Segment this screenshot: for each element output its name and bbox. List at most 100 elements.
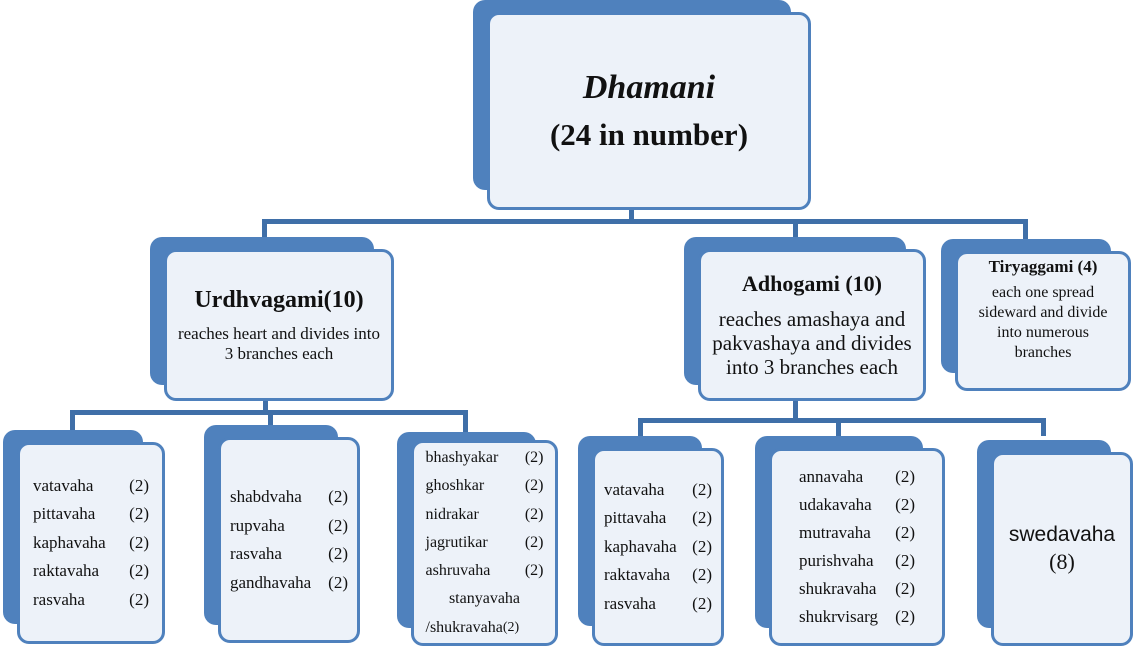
item-name: rasvaha (604, 593, 656, 613)
item-name: /shukravaha (425, 618, 503, 636)
list-item: pittavaha(2) (33, 500, 149, 529)
item-name: shukravaha (799, 579, 877, 598)
list-item: vatavaha(2) (604, 476, 712, 505)
item-count: (2) (895, 607, 915, 626)
adho-list-1: vatavaha(2) pittavaha (2) kaphavaha (2) ra… (604, 476, 712, 619)
adho-list-3-node: swedavaha (8) (977, 440, 1133, 648)
list-item: pittavaha (2) (604, 504, 712, 533)
item-count: (2) (524, 562, 544, 580)
item-count: (2) (895, 579, 915, 598)
list-item: jagrutikar (2) (426, 529, 544, 557)
urdhvagami-desc: reaches heart and divides into 3 branche… (177, 323, 381, 363)
item-name: kaphavaha (604, 536, 677, 556)
item-name: vatavaha (33, 475, 94, 495)
adho-drop (793, 219, 798, 239)
root-node: Dhamani (24 in number) (473, 0, 813, 212)
root-subtitle: (24 in number) (549, 117, 749, 152)
item-count: (2) (692, 565, 712, 585)
item-name: raktavaha (33, 561, 100, 581)
item-count: (2) (895, 467, 915, 486)
list-item: ghoshkar (2) (426, 472, 544, 500)
item-name: mutravaha (799, 523, 871, 542)
tiryaggami-title: Tiryaggami (4) (988, 257, 1098, 276)
item-name: stanyavaha (448, 590, 521, 608)
item-count: (2) (129, 532, 149, 552)
urdhvagami-title: Urdhvagami(10) (194, 286, 364, 313)
adhogami-node: Adhogami (10) reaches amashaya and pakva… (684, 237, 928, 403)
item-count: (2) (524, 477, 544, 495)
item-name: shabdvaha (230, 487, 302, 506)
item-name: nidrakar (425, 505, 479, 523)
list-item: bhashyakar (2) (426, 444, 544, 472)
item-count: (2) (895, 495, 915, 514)
item-name: bhashyakar (425, 448, 499, 466)
item-name: shukrvisarg (799, 607, 879, 626)
item-name: purishvaha (799, 551, 874, 570)
adhogami-title: Adhogami (10) (742, 271, 882, 296)
list-item: mutravaha(2) (799, 519, 915, 547)
tiryag-drop (1023, 219, 1028, 241)
swedavaha-label: swedavaha (1008, 523, 1116, 546)
item-count: (2) (129, 475, 149, 495)
urdhva-list-3-node: bhashyakar (2) ghoshkar (2) nidrakar (2) ja… (397, 432, 558, 648)
item-name: rupvaha (230, 515, 285, 535)
urdhva-drop-2 (268, 410, 273, 428)
list-item: shabdvaha (2) (230, 483, 348, 512)
list-item: rasvaha (2) (230, 540, 348, 569)
item-name: ashruvaha (425, 562, 491, 580)
item-count: (2) (129, 504, 149, 524)
list-item: nidrakar (2) (426, 501, 544, 529)
adho-list-2: annavaha(2) udakavaha(2) mutravaha(2) pu… (799, 463, 915, 631)
item-name: kaphavaha (33, 532, 106, 552)
adho-drop-2 (836, 418, 841, 436)
item-count: (2) (692, 508, 712, 528)
list-item: annavaha(2) (799, 463, 915, 491)
list-item: ashruvaha (2) (426, 557, 544, 585)
tiryaggami-desc: each one spread sideward and divide into… (978, 284, 1108, 361)
list-item: udakavaha (2) (799, 491, 915, 519)
adhogami-desc: reaches amashaya and pakvashaya and divi… (712, 307, 912, 379)
item-name: pittavaha (604, 508, 667, 528)
list-item: shukravaha (2) (799, 575, 915, 603)
list-item: kaphavaha (2) (33, 529, 149, 558)
item-count: (2) (692, 536, 712, 556)
item-name: jagrutikar (425, 533, 488, 551)
item-name: rasvaha (33, 589, 85, 609)
level1-bar (262, 219, 1028, 224)
item-count: (2) (328, 544, 348, 563)
list-item: rasvaha(2) (33, 586, 149, 615)
list-item: /shukravaha(2) (426, 614, 544, 642)
urdhva-drop-1 (70, 410, 75, 432)
urdhva-list-3: bhashyakar (2) ghoshkar (2) nidrakar (2) ja… (426, 444, 544, 642)
adho-stem (793, 400, 798, 420)
item-count: (2) (692, 593, 712, 613)
item-name: ghoshkar (425, 477, 485, 495)
item-name: gandhavaha (230, 572, 312, 592)
item-count: (2) (524, 448, 544, 466)
list-item: stanyavaha (426, 585, 544, 613)
item-count: (2) (328, 515, 348, 535)
adho-list-2-node: annavaha(2) udakavaha(2) mutravaha(2) pu… (755, 436, 945, 648)
list-item: kaphavaha (2) (604, 533, 712, 562)
urdhva-list-2: shabdvaha (2) rupvaha (2) rasvaha (2) gandh… (230, 483, 348, 597)
item-count: (2) (328, 572, 348, 592)
item-count: (2) (524, 533, 544, 551)
item-name: raktavaha (604, 565, 671, 585)
item-name: rasvaha (230, 544, 282, 563)
tiryaggami-node: Tiryaggami (4) each one spread sideward … (941, 239, 1133, 393)
item-count: (2) (524, 505, 544, 523)
adho-list-1-node: vatavaha(2) pittavaha (2) kaphavaha (2) ra… (578, 436, 724, 648)
item-count: (2) (328, 487, 348, 506)
list-item: shukrvisarg (2) (799, 603, 915, 631)
adho-drop-1 (638, 418, 643, 436)
item-count: (2) (895, 551, 915, 570)
item-name: udakavaha (799, 495, 872, 514)
urdhva-drop-3 (463, 410, 468, 434)
list-item: raktavaha (2) (604, 561, 712, 590)
swedavaha-count: (8) (1049, 549, 1075, 574)
list-item: vatavaha (2) (33, 472, 149, 501)
item-count: (2) (502, 619, 520, 635)
item-count: (2) (129, 561, 149, 581)
adho-drop-3 (1041, 418, 1046, 436)
list-item: gandhavaha (2) (230, 569, 348, 598)
